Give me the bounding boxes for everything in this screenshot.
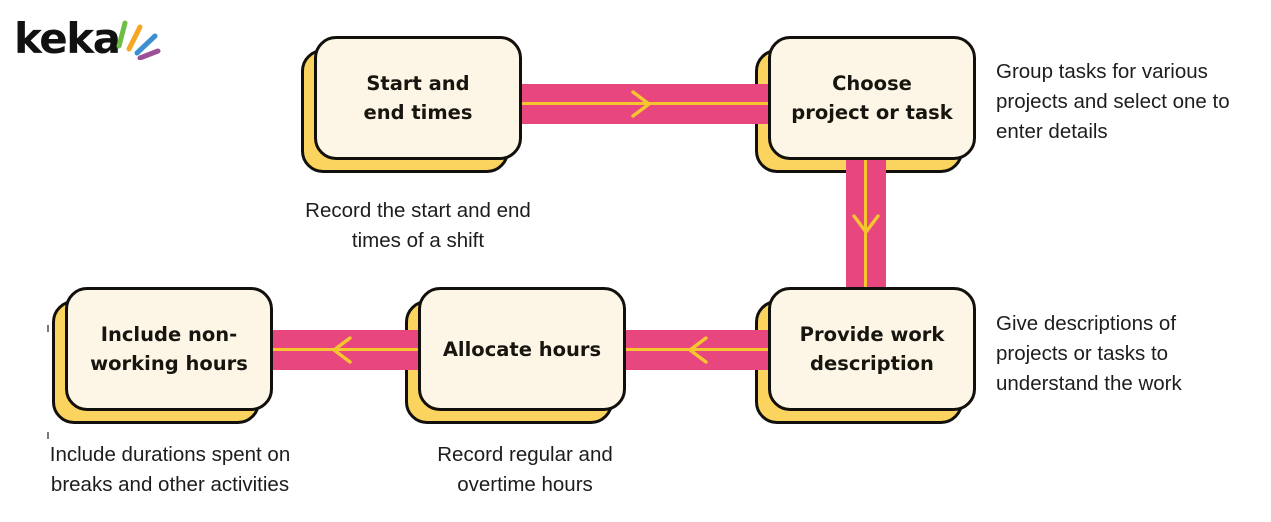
arrow-choose-to-provide bbox=[846, 150, 886, 300]
crop-tick-upper bbox=[47, 325, 49, 332]
node-face: Include non- working hours bbox=[65, 287, 273, 411]
node-allocate-hours[interactable]: Allocate hours bbox=[405, 287, 626, 424]
arrow-provide-to-allocate bbox=[608, 330, 794, 370]
node-choose-project[interactable]: Choose project or task bbox=[755, 36, 976, 173]
node-provide-work-desc[interactable]: Provide work description bbox=[755, 287, 976, 424]
node-label: Allocate hours bbox=[442, 337, 602, 361]
node-face: Allocate hours bbox=[418, 287, 626, 411]
arrow-start-to-choose bbox=[505, 84, 795, 124]
node-start-end-times[interactable]: Start and end times bbox=[301, 36, 522, 173]
logo-rays-icon bbox=[116, 20, 161, 60]
caption-choose-project: Group tasks for various projects and sel… bbox=[996, 60, 1230, 143]
caption-allocate-hours: Record regular and overtime hours bbox=[437, 443, 613, 496]
chevron-left-icon bbox=[688, 336, 708, 364]
node-label: Provide work description bbox=[799, 323, 945, 375]
caption-include-nonworking: Include durations spent on breaks and ot… bbox=[49, 443, 291, 496]
node-face: Provide work description bbox=[768, 287, 976, 411]
keka-logo: keka bbox=[14, 14, 184, 72]
node-label: Include non- working hours bbox=[90, 323, 248, 375]
node-face: Start and end times bbox=[314, 36, 522, 160]
caption-provide-work-desc: Give descriptions of projects or tasks t… bbox=[996, 312, 1182, 395]
node-face: Choose project or task bbox=[768, 36, 976, 160]
arrow-allocate-to-include bbox=[252, 330, 438, 370]
chevron-right-icon bbox=[631, 90, 651, 118]
node-include-nonworking[interactable]: Include non- working hours bbox=[52, 287, 273, 424]
caption-start-end-times: Record the start and end times of a shif… bbox=[305, 199, 531, 252]
crop-tick-lower bbox=[47, 432, 49, 439]
logo-wordmark: keka bbox=[14, 14, 121, 63]
chevron-left-icon bbox=[332, 336, 352, 364]
node-label: Start and end times bbox=[363, 72, 473, 124]
node-label: Choose project or task bbox=[791, 72, 953, 124]
chevron-down-icon bbox=[852, 214, 880, 234]
